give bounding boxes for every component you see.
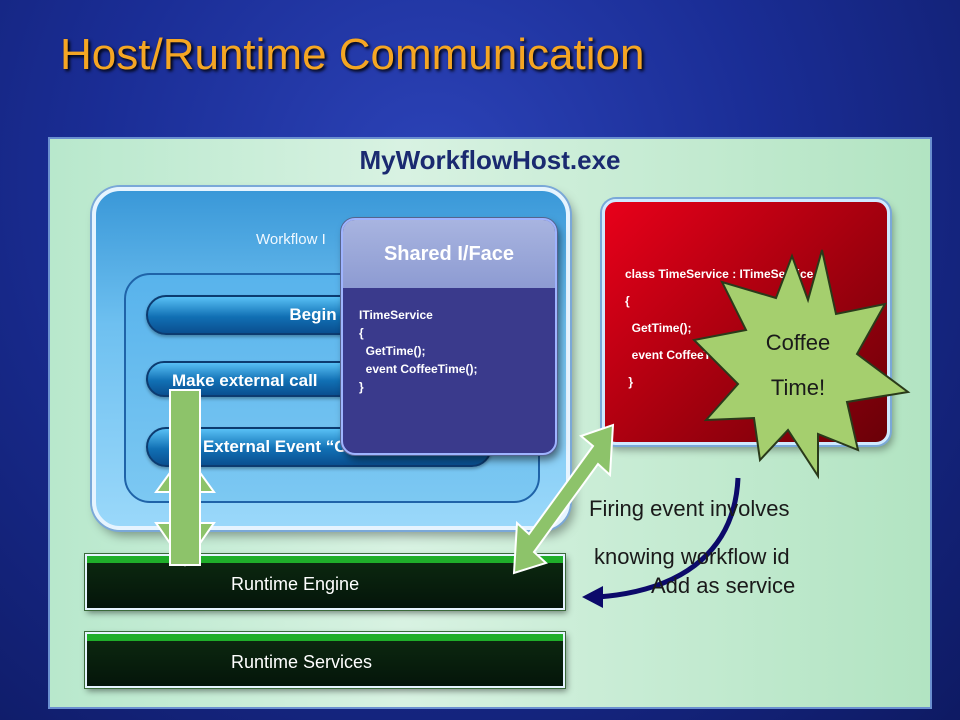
- iface-code-line: ITimeService: [359, 308, 433, 322]
- double-headed-diagonal-arrow: [512, 423, 615, 575]
- runtime-engine-bar: Runtime Engine: [85, 554, 565, 610]
- service-code-line: }: [625, 375, 634, 389]
- iface-code-line: }: [359, 380, 364, 394]
- starburst-icon: [691, 249, 911, 480]
- note-workflow-id: knowing workflow id: [594, 544, 790, 569]
- double-headed-arrow-shaft: [169, 389, 201, 566]
- host-title: MyWorkflowHost.exe: [359, 145, 621, 175]
- slide-title: Host/Runtime Communication: [60, 30, 645, 79]
- note-firing-event: Firing event involves: [589, 496, 790, 521]
- callout-line-2: Time!: [770, 375, 826, 400]
- curved-arrow-head: [582, 586, 603, 608]
- iface-code-line: GetTime();: [359, 344, 426, 358]
- shared-interface-card: Shared I/Face ITimeService { GetTime(); …: [341, 218, 557, 455]
- callout-line-1: Coffee: [765, 330, 831, 355]
- service-code-line: GetTime();: [625, 321, 692, 335]
- note-add-service: Add as service: [651, 573, 796, 598]
- iface-code-line: {: [359, 326, 364, 340]
- runtime-services-bar: Runtime Services: [85, 632, 565, 688]
- workflow-label: Workflow I: [256, 231, 326, 248]
- curved-arrow: [597, 477, 741, 600]
- shared-interface-title: Shared I/Face: [343, 220, 555, 288]
- service-code-line: {: [625, 294, 630, 308]
- iface-code-line: event CoffeeTime();: [359, 362, 478, 376]
